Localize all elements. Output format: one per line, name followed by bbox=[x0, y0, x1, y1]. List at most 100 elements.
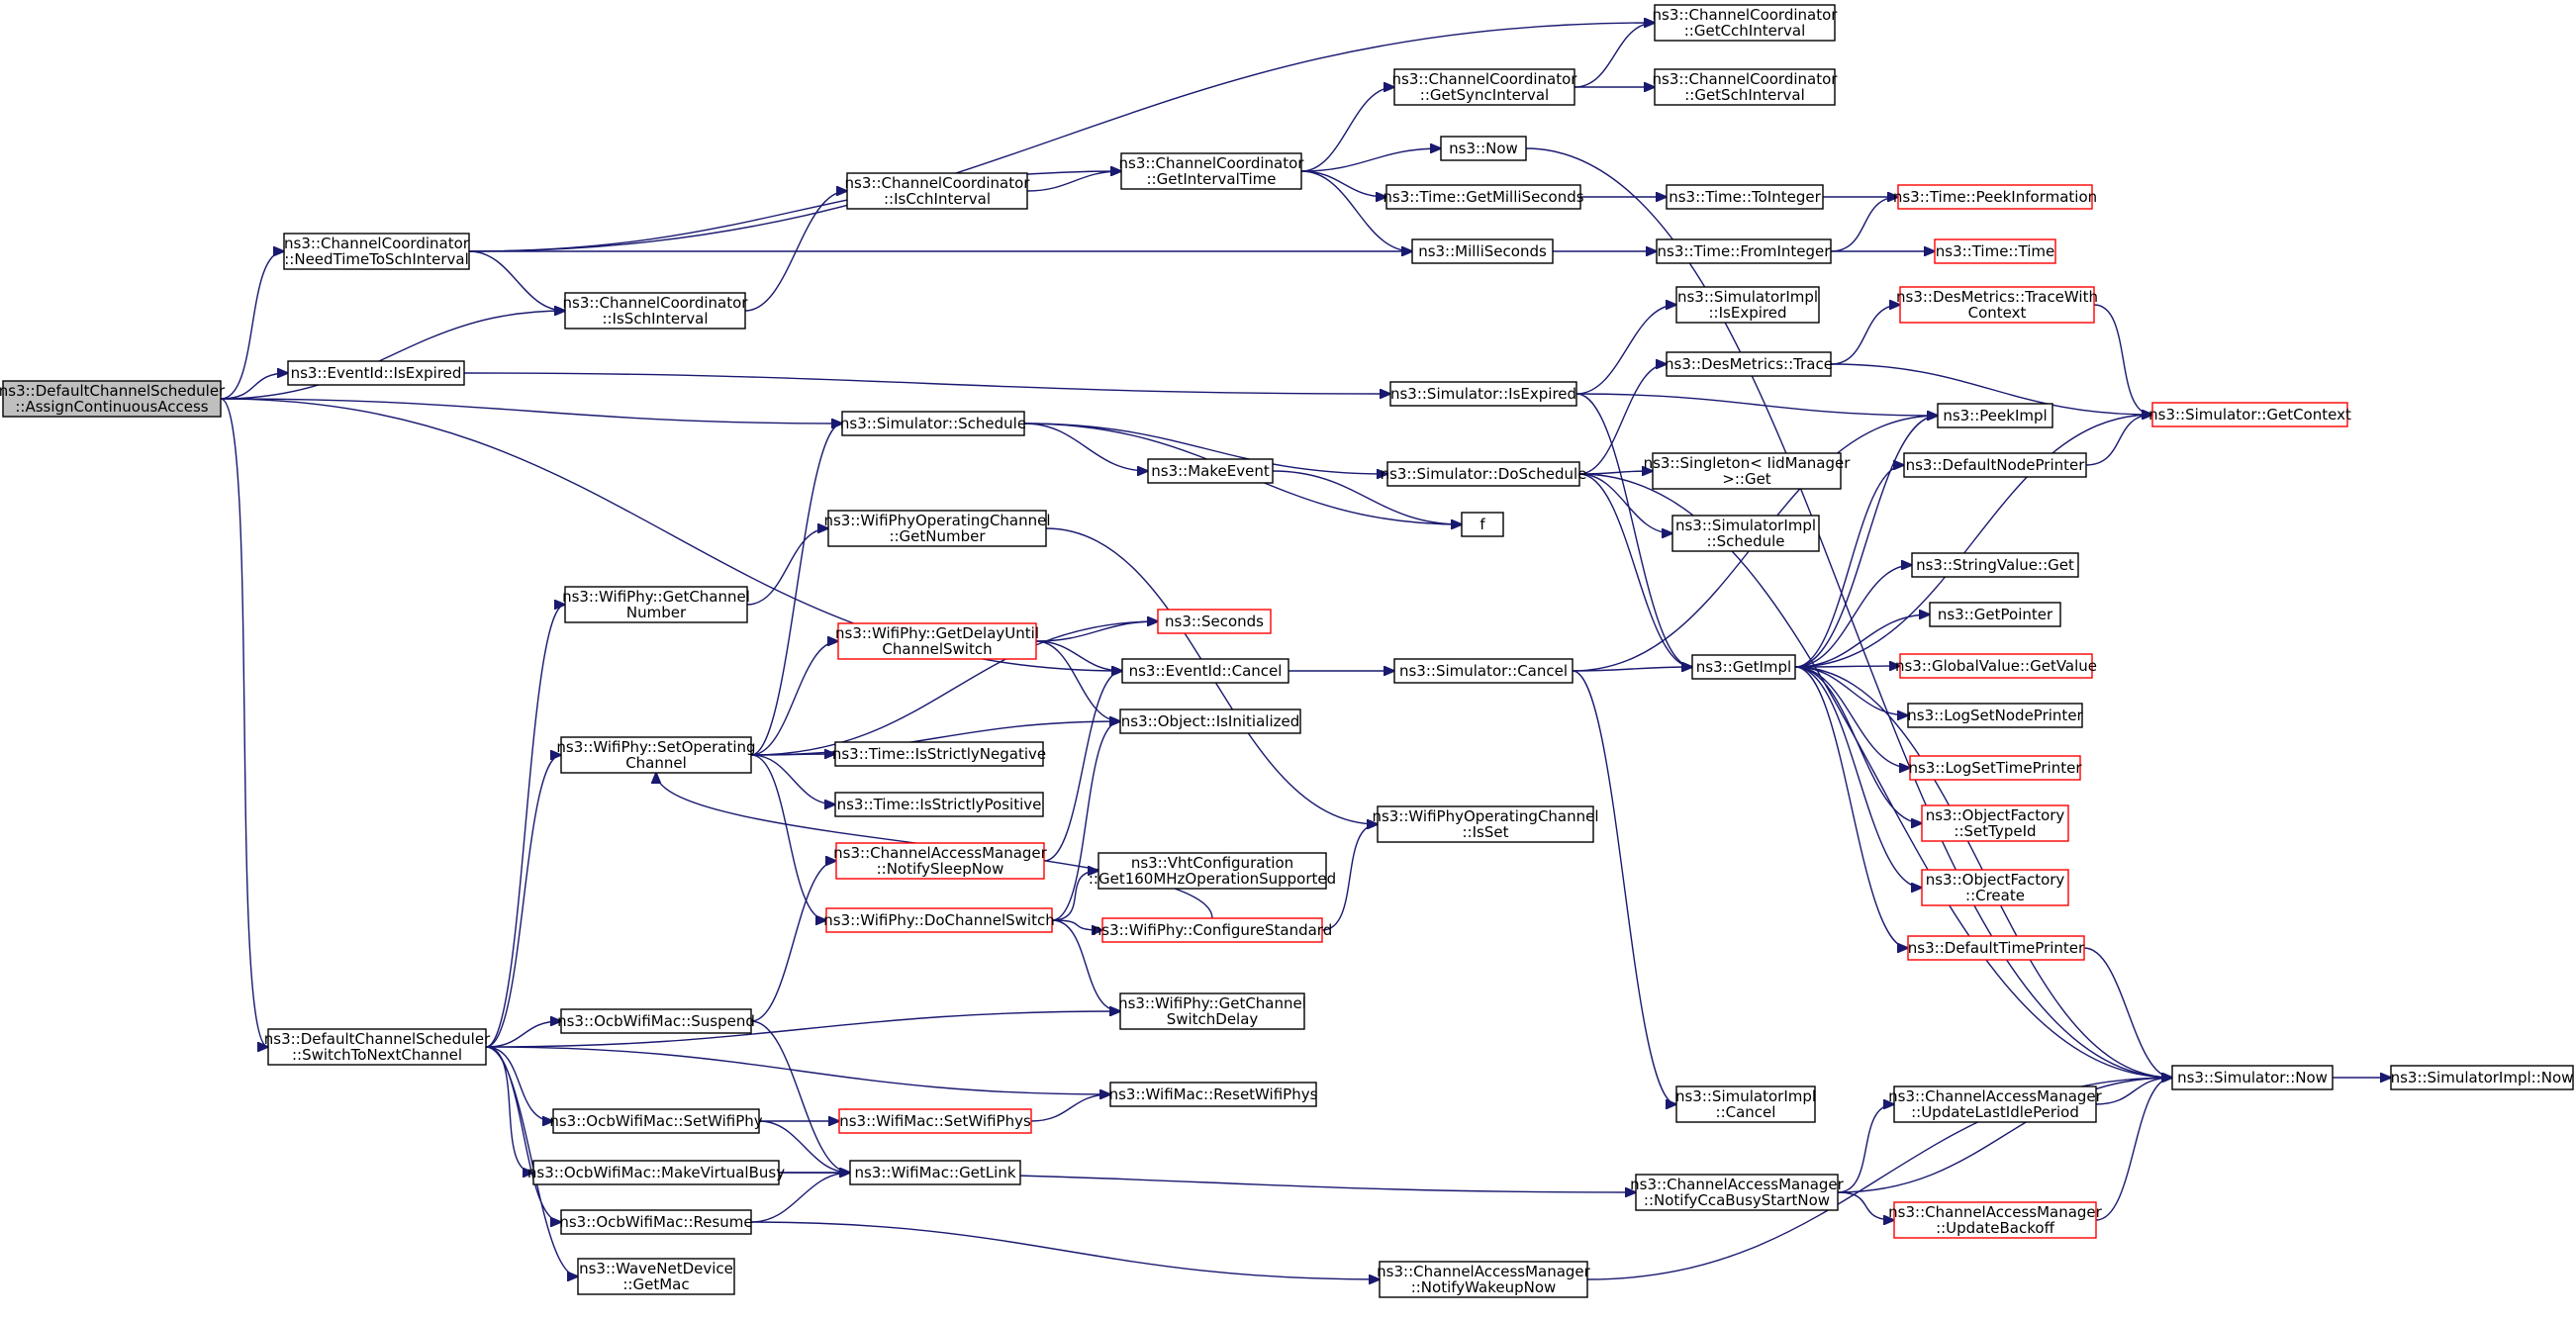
node-peekinfo[interactable]: ns3::Time::PeekInformation bbox=[1893, 184, 2097, 210]
node-box[interactable] bbox=[1385, 184, 1581, 210]
node-box[interactable] bbox=[1671, 515, 1820, 552]
node-box[interactable] bbox=[1654, 68, 1836, 106]
node-lognodeprinter[interactable]: ns3::LogSetNodePrinter bbox=[1907, 703, 2084, 728]
node-setwifiphys[interactable]: ns3::WifiMac::SetWifiPhys bbox=[838, 1108, 1032, 1134]
node-box[interactable] bbox=[835, 842, 1045, 880]
node-root[interactable]: ns3::DefaultChannelScheduler::AssignCont… bbox=[0, 380, 226, 418]
node-frominteger[interactable]: ns3::Time::FromInteger bbox=[1656, 238, 1832, 264]
node-sim_cancel[interactable]: ns3::Simulator::Cancel bbox=[1393, 658, 1574, 684]
node-wpoc_getnumber[interactable]: ns3::WifiPhyOperatingChannel::GetNumber bbox=[823, 510, 1051, 547]
node-box[interactable] bbox=[283, 233, 470, 270]
node-box[interactable] bbox=[837, 622, 1037, 660]
node-box[interactable] bbox=[577, 1258, 735, 1295]
node-box[interactable] bbox=[1119, 992, 1305, 1030]
node-iscch[interactable]: ns3::ChannelCoordinator::IsCchInterval bbox=[845, 172, 1031, 210]
node-seconds[interactable]: ns3::Seconds bbox=[1157, 609, 1272, 634]
node-box[interactable] bbox=[1147, 458, 1274, 484]
node-box[interactable] bbox=[2, 380, 222, 418]
node-box[interactable] bbox=[1907, 935, 2085, 961]
node-box[interactable] bbox=[552, 1108, 760, 1134]
node-doschedule[interactable]: ns3::Simulator::DoSchedule bbox=[1381, 461, 1587, 487]
node-sim_isexpired[interactable]: ns3::Simulator::IsExpired bbox=[1389, 381, 1577, 407]
node-getmac[interactable]: ns3::WaveNetDevice::GetMac bbox=[577, 1258, 735, 1295]
node-box[interactable] bbox=[1121, 658, 1289, 684]
node-notifysleep[interactable]: ns3::ChannelAccessManager::NotifySleepNo… bbox=[833, 842, 1048, 880]
node-isstrictlyneg[interactable]: ns3::Time::IsStrictlyNegative bbox=[832, 741, 1046, 767]
node-box[interactable] bbox=[1379, 1261, 1588, 1298]
node-deftimeprinter[interactable]: ns3::DefaultTimePrinter bbox=[1907, 935, 2085, 961]
node-isstrictlypos[interactable]: ns3::Time::IsStrictlyPositive bbox=[834, 792, 1044, 817]
node-sim_schedule[interactable]: ns3::Simulator::Schedule bbox=[840, 411, 1026, 436]
node-box[interactable] bbox=[838, 1108, 1032, 1134]
node-getpointer[interactable]: ns3::GetPointer bbox=[1929, 602, 2061, 627]
node-getsch[interactable]: ns3::ChannelCoordinator::GetSchInterval bbox=[1653, 68, 1839, 106]
node-box[interactable] bbox=[1921, 804, 2069, 842]
node-box[interactable] bbox=[1157, 609, 1272, 634]
node-box[interactable] bbox=[1656, 238, 1832, 264]
node-getinterval[interactable]: ns3::ChannelCoordinator::GetIntervalTime bbox=[1119, 152, 1305, 190]
node-box[interactable] bbox=[1393, 658, 1574, 684]
node-vht[interactable]: ns3::VhtConfiguration::Get160MHzOperatio… bbox=[1089, 852, 1336, 890]
node-singleton[interactable]: ns3::Singleton< IidManager>::Get bbox=[1644, 452, 1852, 490]
node-settypeid[interactable]: ns3::ObjectFactory::SetTypeId bbox=[1921, 804, 2069, 842]
node-box[interactable] bbox=[1691, 654, 1796, 680]
node-resume[interactable]: ns3::OcbWifiMac::Resume bbox=[559, 1209, 753, 1235]
node-box[interactable] bbox=[1097, 852, 1327, 890]
node-needtime[interactable]: ns3::ChannelCoordinator::NeedTimeToSchIn… bbox=[283, 233, 470, 270]
node-box[interactable] bbox=[834, 741, 1044, 767]
node-box[interactable] bbox=[1899, 286, 2095, 324]
node-getcontext[interactable]: ns3::Simulator::GetContext bbox=[2148, 402, 2351, 427]
node-box[interactable] bbox=[1675, 1085, 1816, 1123]
node-box[interactable] bbox=[560, 1008, 752, 1034]
node-box[interactable] bbox=[1120, 152, 1302, 190]
node-box[interactable] bbox=[560, 1209, 752, 1235]
node-simimpl_now[interactable]: ns3::SimulatorImpl::Now bbox=[2390, 1065, 2574, 1090]
node-globalvalue[interactable]: ns3::GlobalValue::GetValue bbox=[1895, 653, 2097, 679]
node-simimpl_isexpired[interactable]: ns3::SimulatorImpl::IsExpired bbox=[1675, 286, 1820, 324]
node-defnodeprinter[interactable]: ns3::DefaultNodePrinter bbox=[1903, 452, 2087, 478]
node-box[interactable] bbox=[1635, 1174, 1839, 1211]
node-resetwifiphys[interactable]: ns3::WifiMac::ResetWifiPhys bbox=[1109, 1082, 1318, 1107]
node-box[interactable] bbox=[1119, 708, 1301, 734]
node-box[interactable] bbox=[1393, 68, 1575, 106]
node-milliseconds[interactable]: ns3::MilliSeconds bbox=[1411, 238, 1554, 264]
node-makeevent[interactable]: ns3::MakeEvent bbox=[1147, 458, 1274, 484]
node-box[interactable] bbox=[1899, 653, 2093, 679]
node-f[interactable]: f bbox=[1461, 512, 1504, 537]
node-simimpl_schedule[interactable]: ns3::SimulatorImpl::Schedule bbox=[1671, 515, 1820, 552]
node-isinitialized[interactable]: ns3::Object::IsInitialized bbox=[1119, 708, 1301, 734]
node-box[interactable] bbox=[841, 411, 1025, 436]
node-box[interactable] bbox=[2390, 1065, 2574, 1090]
node-box[interactable] bbox=[827, 510, 1047, 547]
node-getimpl[interactable]: ns3::GetImpl bbox=[1691, 654, 1796, 680]
node-setwifiphy[interactable]: ns3::OcbWifiMac::SetWifiPhy bbox=[549, 1108, 763, 1134]
node-box[interactable] bbox=[1929, 602, 2061, 627]
node-trace[interactable]: ns3::DesMetrics::Trace bbox=[1665, 351, 1833, 377]
node-suspend[interactable]: ns3::OcbWifiMac::Suspend bbox=[557, 1008, 755, 1034]
node-box[interactable] bbox=[1666, 184, 1824, 210]
node-simimpl_cancel[interactable]: ns3::SimulatorImpl::Cancel bbox=[1675, 1085, 1816, 1123]
node-box[interactable] bbox=[1675, 286, 1820, 324]
node-box[interactable] bbox=[1666, 351, 1832, 377]
node-box[interactable] bbox=[1386, 461, 1580, 487]
node-dochannelswitch[interactable]: ns3::WifiPhy::DoChannelSwitch bbox=[823, 907, 1055, 933]
node-box[interactable] bbox=[849, 1160, 1021, 1185]
node-box[interactable] bbox=[846, 172, 1028, 210]
node-now[interactable]: ns3::Now bbox=[1440, 136, 1527, 161]
node-box[interactable] bbox=[1389, 381, 1577, 407]
node-updatelastidle[interactable]: ns3::ChannelAccessManager::UpdateLastIdl… bbox=[1888, 1085, 2103, 1123]
node-of_create[interactable]: ns3::ObjectFactory::Create bbox=[1921, 869, 2069, 906]
node-getsync[interactable]: ns3::ChannelCoordinator::GetSyncInterval bbox=[1392, 68, 1578, 106]
node-box[interactable] bbox=[1654, 4, 1836, 42]
node-configstandard[interactable]: ns3::WifiPhy::ConfigureStandard bbox=[1093, 917, 1332, 943]
node-getlink[interactable]: ns3::WifiMac::GetLink bbox=[849, 1160, 1021, 1185]
node-getcch[interactable]: ns3::ChannelCoordinator::GetCchInterval bbox=[1653, 4, 1839, 42]
node-box[interactable] bbox=[1903, 452, 2087, 478]
node-wpoc_isset[interactable]: ns3::WifiPhyOperatingChannel::IsSet bbox=[1372, 805, 1599, 843]
node-box[interactable] bbox=[1909, 755, 2081, 781]
node-box[interactable] bbox=[1109, 1082, 1317, 1107]
